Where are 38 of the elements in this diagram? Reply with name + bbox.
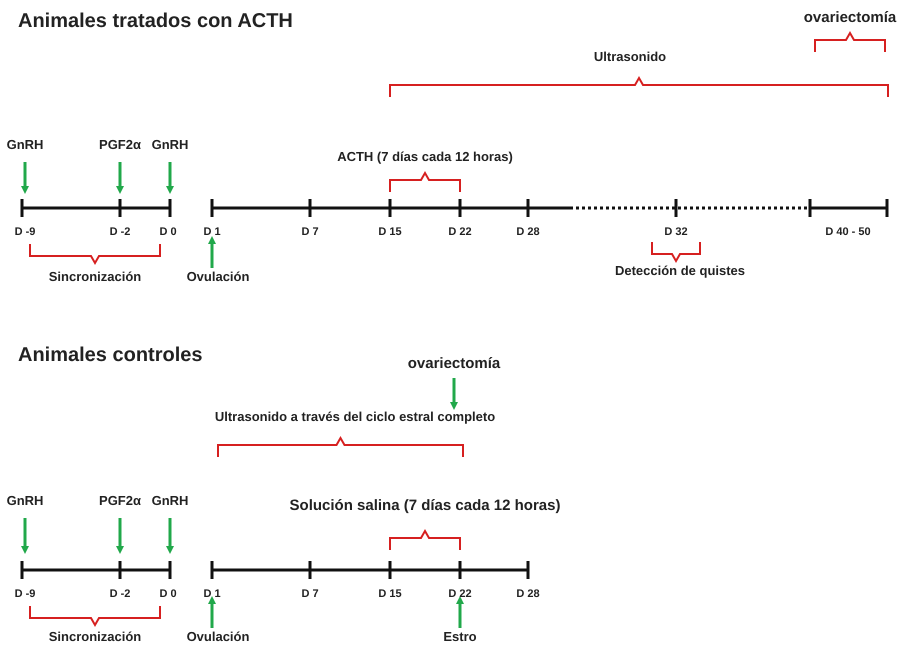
period-label: Sincronización	[48, 270, 142, 284]
tick-label: D 7	[301, 588, 319, 600]
tick-label: D 7	[301, 226, 319, 238]
event-label: PGF2α	[99, 494, 141, 508]
tick-label: D 40 - 50	[825, 226, 871, 238]
tick-label: D 28	[516, 588, 540, 600]
period-label: Solución salina (7 días cada 12 horas)	[290, 498, 560, 514]
tick-label: D 22	[448, 588, 472, 600]
event-label: GnRH	[6, 138, 44, 152]
period-label: Sincronización	[48, 630, 142, 644]
event-label: GnRH	[152, 138, 188, 152]
event-label: Ovulación	[186, 270, 250, 284]
event-label: GnRH	[152, 494, 188, 508]
event-label: Ovulación	[186, 630, 250, 644]
tick-label: D -2	[110, 226, 130, 238]
tick-label: D 15	[378, 226, 402, 238]
tick-label: D -9	[14, 588, 36, 600]
tick-label: D -9	[14, 226, 36, 238]
period-label: Ultrasonido	[594, 50, 666, 64]
tick-label: D 32	[664, 226, 688, 238]
tick-label: D -2	[110, 588, 130, 600]
period-label: Ultrasonido a través del ciclo estral completo	[214, 410, 496, 424]
section-heading: Animales controles	[18, 344, 203, 366]
tick-label: D 28	[516, 226, 540, 238]
period-label: ACTH (7 días cada 12 horas)	[337, 150, 513, 164]
tick-label: D 0	[159, 588, 177, 600]
event-label: Estro	[443, 630, 477, 644]
event-label: PGF2α	[99, 138, 141, 152]
tick-label: D 15	[378, 588, 402, 600]
tick-label: D 22	[448, 226, 472, 238]
event-label: ovariectomía	[804, 10, 896, 26]
period-label: Detección de quistes	[614, 264, 746, 278]
tick-label: D 1	[203, 588, 221, 600]
event-label: GnRH	[6, 494, 44, 508]
tick-label: D 1	[203, 226, 221, 238]
event-label: ovariectomía	[408, 356, 500, 372]
section-heading: Animales tratados con ACTH	[18, 10, 293, 32]
tick-label: D 0	[159, 226, 177, 238]
